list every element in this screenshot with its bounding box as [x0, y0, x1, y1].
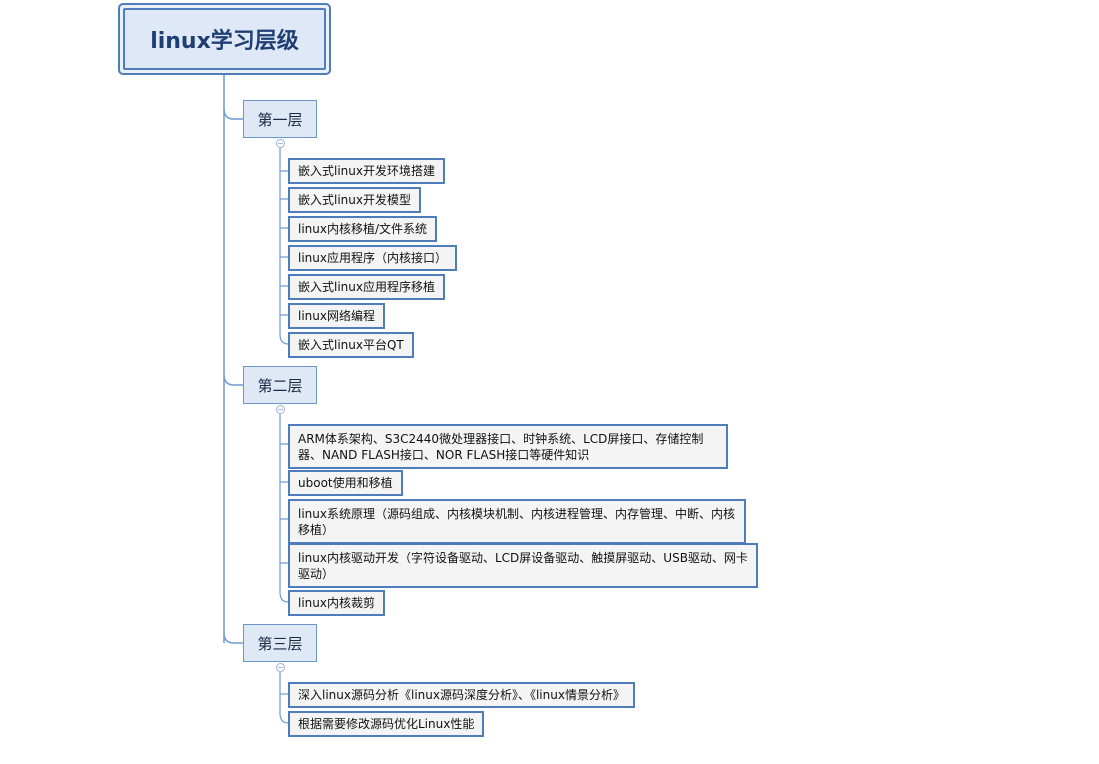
level-2-item[interactable]: uboot使用和移植: [288, 470, 403, 496]
level-2-item[interactable]: linux系统原理（源码组成、内核模块机制、内核进程管理、内存管理、中断、内核移…: [288, 499, 746, 544]
level-1-connector: [223, 108, 243, 120]
level-3-topic[interactable]: 第三层: [243, 624, 317, 662]
level-1-topic[interactable]: 第一层: [243, 100, 317, 138]
collapse-icon[interactable]: −: [276, 663, 285, 672]
level-2-item[interactable]: ARM体系架构、S3C2440微处理器接口、时钟系统、LCD屏接口、存储控制器、…: [288, 424, 728, 469]
level-1-item[interactable]: linux网络编程: [288, 303, 385, 329]
collapse-icon[interactable]: −: [276, 405, 285, 414]
level-2-item[interactable]: linux内核驱动开发（字符设备驱动、LCD屏设备驱动、触摸屏驱动、USB驱动、…: [288, 543, 758, 588]
level-1-item[interactable]: linux应用程序（内核接口）: [288, 245, 457, 271]
level-1-item[interactable]: 嵌入式linux应用程序移植: [288, 274, 445, 300]
level-1-item[interactable]: 嵌入式linux开发环境搭建: [288, 158, 445, 184]
level-2-connector: [223, 374, 243, 386]
level-1-item[interactable]: linux内核移植/文件系统: [288, 216, 438, 242]
level-3-item[interactable]: 深入linux源码分析《linux源码深度分析》、《linux情景分析》: [288, 682, 635, 708]
root-topic[interactable]: linux学习层级: [118, 3, 331, 75]
root-title: linux学习层级: [123, 8, 326, 70]
level-3-item[interactable]: 根据需要修改源码优化Linux性能: [288, 711, 485, 737]
level-2-item[interactable]: linux内核裁剪: [288, 590, 385, 616]
level-1-item[interactable]: 嵌入式linux平台QT: [288, 332, 414, 358]
level-3-connector: [223, 632, 243, 644]
collapse-icon[interactable]: −: [276, 139, 285, 148]
level-1-item[interactable]: 嵌入式linux开发模型: [288, 187, 421, 213]
level-2-topic[interactable]: 第二层: [243, 366, 317, 404]
